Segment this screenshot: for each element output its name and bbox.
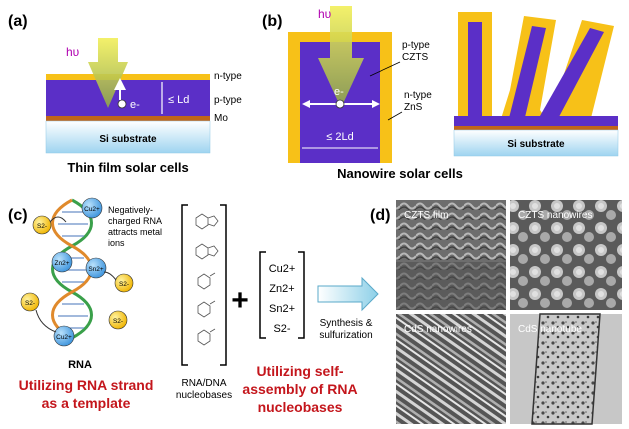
precursor-zn: Zn2+ — [269, 283, 294, 295]
plus-sign: + — [231, 284, 249, 317]
sem-image-cds-nanowires — [396, 314, 506, 424]
caption-a: Thin film solar cells — [67, 160, 188, 175]
ion-s-3 — [20, 292, 40, 312]
electron-icon-a — [117, 99, 127, 109]
rna-label: RNA — [68, 359, 92, 371]
annotation-line3: attracts metal — [108, 227, 162, 237]
annotation-line1: Negatively- — [108, 205, 153, 215]
ion-s-2 — [114, 273, 134, 293]
ion-sn-label: Sn2+ — [88, 266, 104, 273]
ion-s-4 — [108, 310, 128, 330]
si-substrate-b — [453, 129, 619, 157]
shell-leader — [387, 111, 403, 121]
ion-zn-label: Zn2+ — [55, 260, 70, 267]
n-type-layer — [46, 74, 210, 80]
panel-b: (b) hυ e- ≤ 2Ld p-type CZTS n-type ZnS S… — [262, 6, 619, 181]
ion-zn — [51, 251, 73, 273]
substrate-label-b: Si substrate — [507, 139, 565, 150]
electron-icon-b — [335, 99, 345, 109]
nucleobase-label-line2: nucleobases — [176, 390, 232, 401]
photon-arrow-a — [88, 38, 128, 108]
annotation-line4: ions — [108, 238, 125, 248]
panel-a-label: (a) — [8, 13, 28, 30]
tem-image-cds-nanotube — [531, 313, 601, 425]
process-label-line2: sulfurization — [319, 330, 372, 341]
caption-b: Nanowire solar cells — [337, 166, 463, 181]
sem-image-czts-nanowires — [510, 200, 622, 310]
si-substrate-a — [45, 120, 211, 154]
substrate-label-a: Si substrate — [99, 134, 157, 145]
p-type-layer — [46, 80, 210, 116]
process-label-line1: Synthesis & — [320, 318, 373, 329]
bracket-right-nucleobases — [220, 204, 227, 366]
ion-s-1 — [32, 215, 52, 235]
sem-label-czts-nanowires: CZTS nanowires — [518, 210, 592, 221]
core-label-line2: CZTS — [402, 52, 428, 63]
attraction-arrow-3 — [35, 309, 57, 333]
panel-d-label: (d) — [370, 207, 390, 224]
nanowire-core-3 — [532, 28, 604, 130]
nucleobase-label-line1: RNA/DNA — [181, 378, 226, 389]
mo-label-a: Mo — [214, 113, 228, 124]
core-leader — [369, 61, 401, 77]
template-caption-line2: as a template — [42, 395, 131, 411]
ion-cu-1-label: Cu2+ — [84, 206, 100, 213]
mo-layer-b — [454, 126, 618, 130]
core-label-line1: p-type — [402, 40, 430, 51]
nucleobase-structures — [195, 213, 219, 346]
annotation-line2: charged RNA — [108, 216, 162, 226]
sem-film-crosssection — [396, 262, 506, 310]
ion-cu-2 — [53, 325, 75, 347]
attraction-arrow-1 — [49, 216, 67, 223]
ion-s-1-label: S2- — [37, 223, 47, 230]
photon-label-a: hυ — [66, 45, 79, 59]
panel-c: (c) S2- Cu2+ Zn2+ Sn2+ S2- S2- S2- Cu2+ … — [8, 197, 379, 415]
nanowire-array-shell — [458, 12, 614, 130]
self-assembly-line2: assembly of RNA — [242, 381, 357, 397]
template-caption-line1: Utilizing RNA strand — [19, 377, 154, 393]
bracket-left-precursors — [259, 251, 266, 339]
n-type-label-a: n-type — [214, 71, 242, 82]
panel-a: (a) Si substrate hυ e- ≤ Ld n-type p-typ… — [8, 13, 242, 175]
ion-s-2-label: S2- — [119, 281, 129, 288]
electron-label-b: e- — [334, 86, 344, 98]
ion-s-4-label: S2- — [113, 318, 123, 325]
panel-c-label: (c) — [8, 207, 28, 224]
bracket-left-nucleobases — [181, 204, 188, 366]
base-layer-b — [454, 116, 618, 126]
photon-arrow-b — [318, 6, 364, 108]
attraction-arrow-2 — [103, 271, 117, 281]
self-assembly-line1: Utilizing self- — [256, 363, 343, 379]
ion-cu-2-label: Cu2+ — [56, 334, 72, 341]
ion-s-3-label: S2- — [25, 300, 35, 307]
sem-label-cds-nanotube: CdS nanotube — [518, 324, 582, 335]
rna-strand-1 — [51, 198, 93, 340]
process-arrow — [317, 276, 379, 312]
ion-cu-1 — [81, 197, 103, 219]
ion-sn — [85, 257, 107, 279]
sem-label-czts-film: CZTS film — [404, 210, 448, 221]
length-label-b: ≤ 2Ld — [326, 131, 353, 143]
nanowire-core-2 — [506, 26, 546, 130]
carrier-arrowheads-b — [302, 100, 380, 108]
sem-label-cds-nanowires: CdS nanowires — [404, 324, 472, 335]
electron-label-a: e- — [130, 99, 140, 111]
precursor-s: S2- — [273, 323, 290, 335]
bracket-right-precursors — [298, 251, 305, 339]
panel-d: (d) CZTS film CZTS nanowires CdS nanowir… — [370, 200, 622, 425]
nanowire-core-1 — [468, 22, 482, 130]
mo-layer — [46, 116, 210, 121]
precursor-cu: Cu2+ — [269, 263, 296, 275]
rna-base-pairs — [58, 211, 88, 329]
panel-b-label: (b) — [262, 13, 282, 30]
shell-label-line2: ZnS — [404, 102, 423, 113]
shell-label-line1: n-type — [404, 90, 432, 101]
length-label-a: ≤ Ld — [168, 94, 189, 106]
self-assembly-line3: nucleobases — [258, 399, 343, 415]
photon-label-b: hυ — [318, 7, 331, 21]
p-type-label-a: p-type — [214, 95, 242, 106]
precursor-sn: Sn2+ — [269, 303, 295, 315]
